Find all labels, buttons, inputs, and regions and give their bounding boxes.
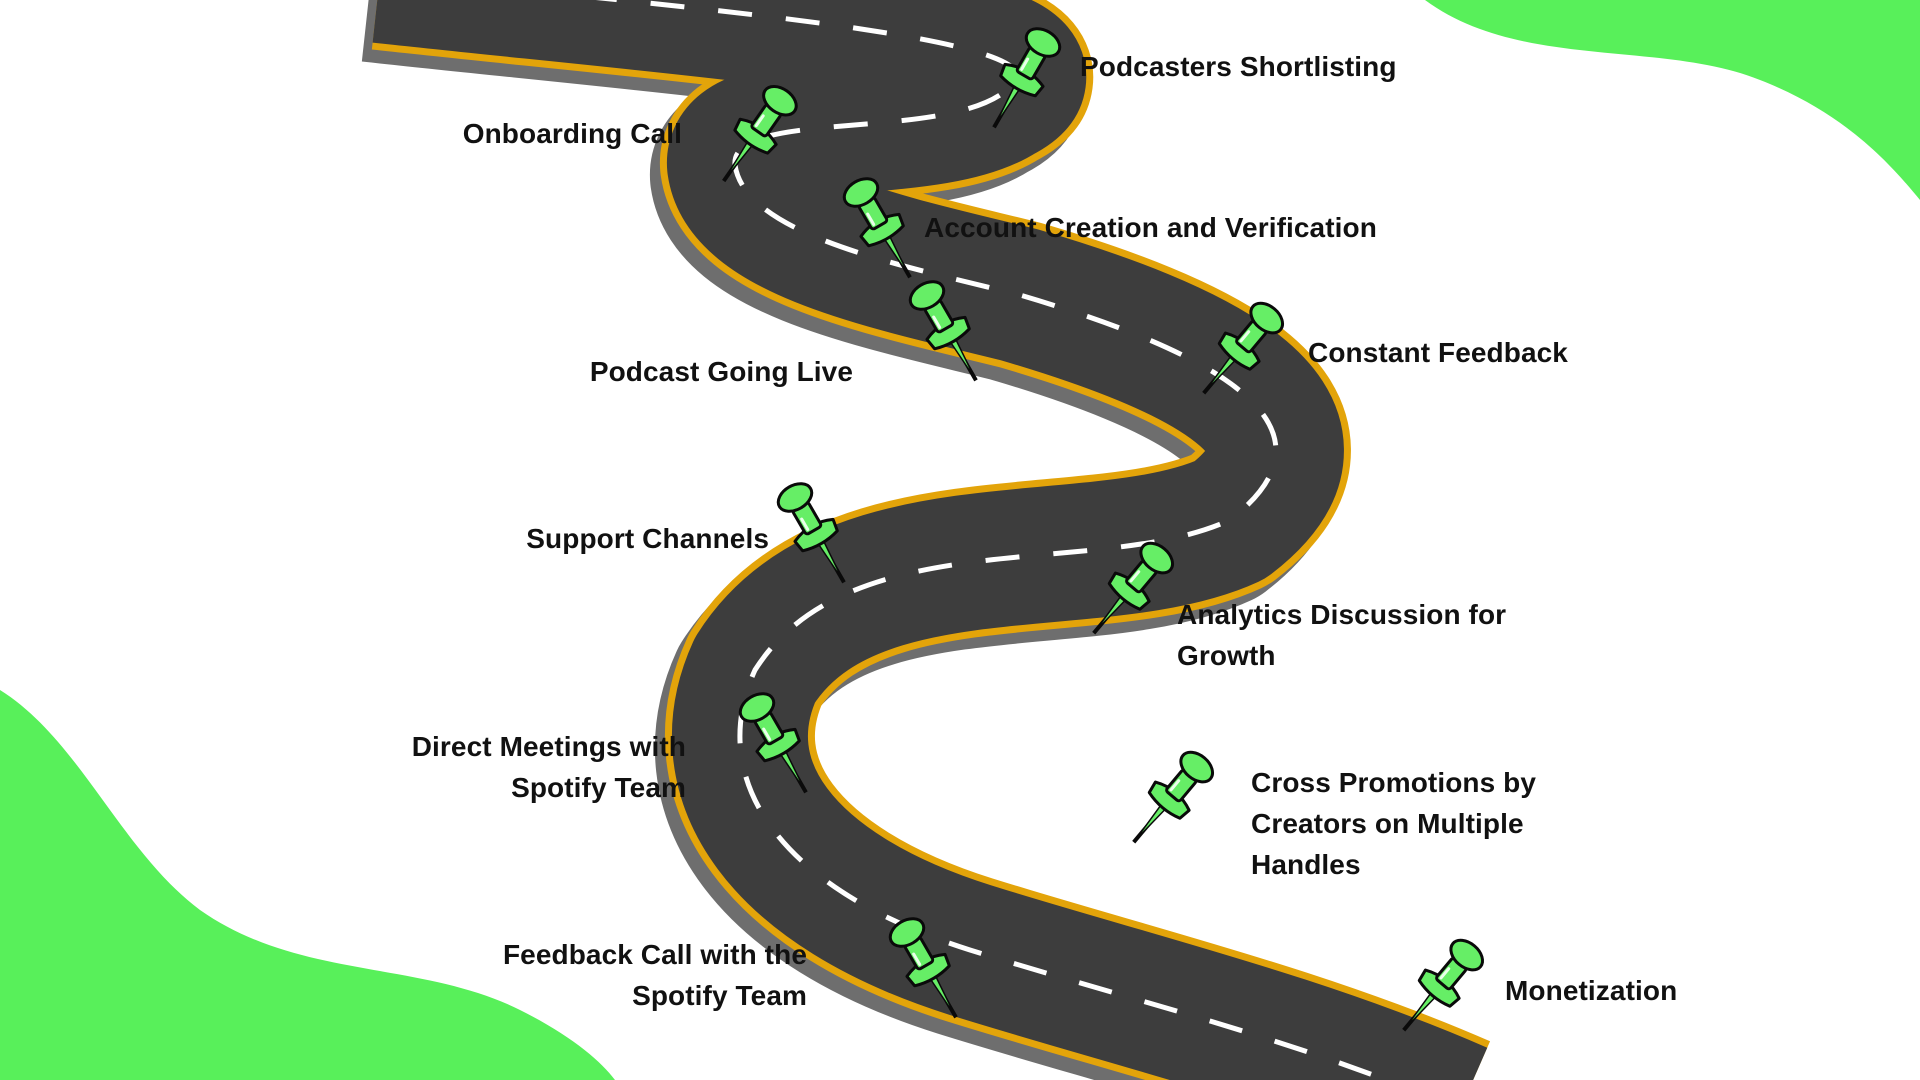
- bottom-left-blob: [0, 690, 615, 1080]
- milestone-label-line: Podcasters Shortlisting: [1080, 51, 1397, 82]
- milestone-label-line: Account Creation and Verification: [924, 212, 1377, 243]
- milestone-label-line: Direct Meetings with: [411, 731, 686, 762]
- pushpin-icon: [722, 84, 798, 183]
- milestone-label-line: Support Channels: [526, 523, 769, 554]
- pushpin-icon: [908, 280, 978, 382]
- top-right-blob: [1425, 0, 1920, 200]
- pins-layer: [722, 27, 1485, 1032]
- milestone-label-line: Constant Feedback: [1308, 337, 1568, 368]
- milestone-label-line: Monetization: [1505, 975, 1678, 1006]
- milestone-label-line: Cross Promotions by: [1251, 767, 1537, 798]
- milestone-label-line: Handles: [1251, 849, 1361, 880]
- milestone-label-account-creation: Account Creation and Verification: [924, 207, 1377, 248]
- milestone-label-support-channels: Support Channels: [526, 518, 769, 559]
- milestone-label-line: Spotify Team: [511, 772, 686, 803]
- pushpin-icon: [888, 917, 958, 1019]
- milestone-label-line: Feedback Call with the: [502, 939, 807, 970]
- pushpin-icon: [1402, 938, 1485, 1032]
- milestone-label-constant-feedback: Constant Feedback: [1308, 332, 1568, 373]
- pushpin-icon: [1092, 541, 1175, 635]
- milestone-label-line: Spotify Team: [632, 980, 807, 1011]
- pushpin-icon: [992, 27, 1062, 129]
- milestone-label-line: Analytics Discussion for: [1177, 599, 1507, 630]
- pushpin-icon: [738, 692, 808, 794]
- pushpin-icon: [1202, 301, 1285, 395]
- milestone-label-podcast-going-live: Podcast Going Live: [590, 351, 853, 392]
- pushpin-icon: [1132, 750, 1215, 844]
- pushpin-icon: [776, 482, 846, 584]
- road-center-line: [595, 0, 1394, 1080]
- pushpin-icon: [842, 177, 912, 279]
- milestone-label-line: Creators on Multiple: [1251, 808, 1524, 839]
- milestone-label-monetization: Monetization: [1505, 970, 1677, 1011]
- milestone-label-line: Onboarding Call: [462, 118, 682, 149]
- milestone-label-line: Podcast Going Live: [589, 356, 853, 387]
- milestone-label-line: Growth: [1177, 640, 1276, 671]
- milestone-label-podcasters-shortlisting: Podcasters Shortlisting: [1080, 46, 1397, 87]
- milestone-label-onboarding-call: Onboarding Call: [463, 113, 682, 154]
